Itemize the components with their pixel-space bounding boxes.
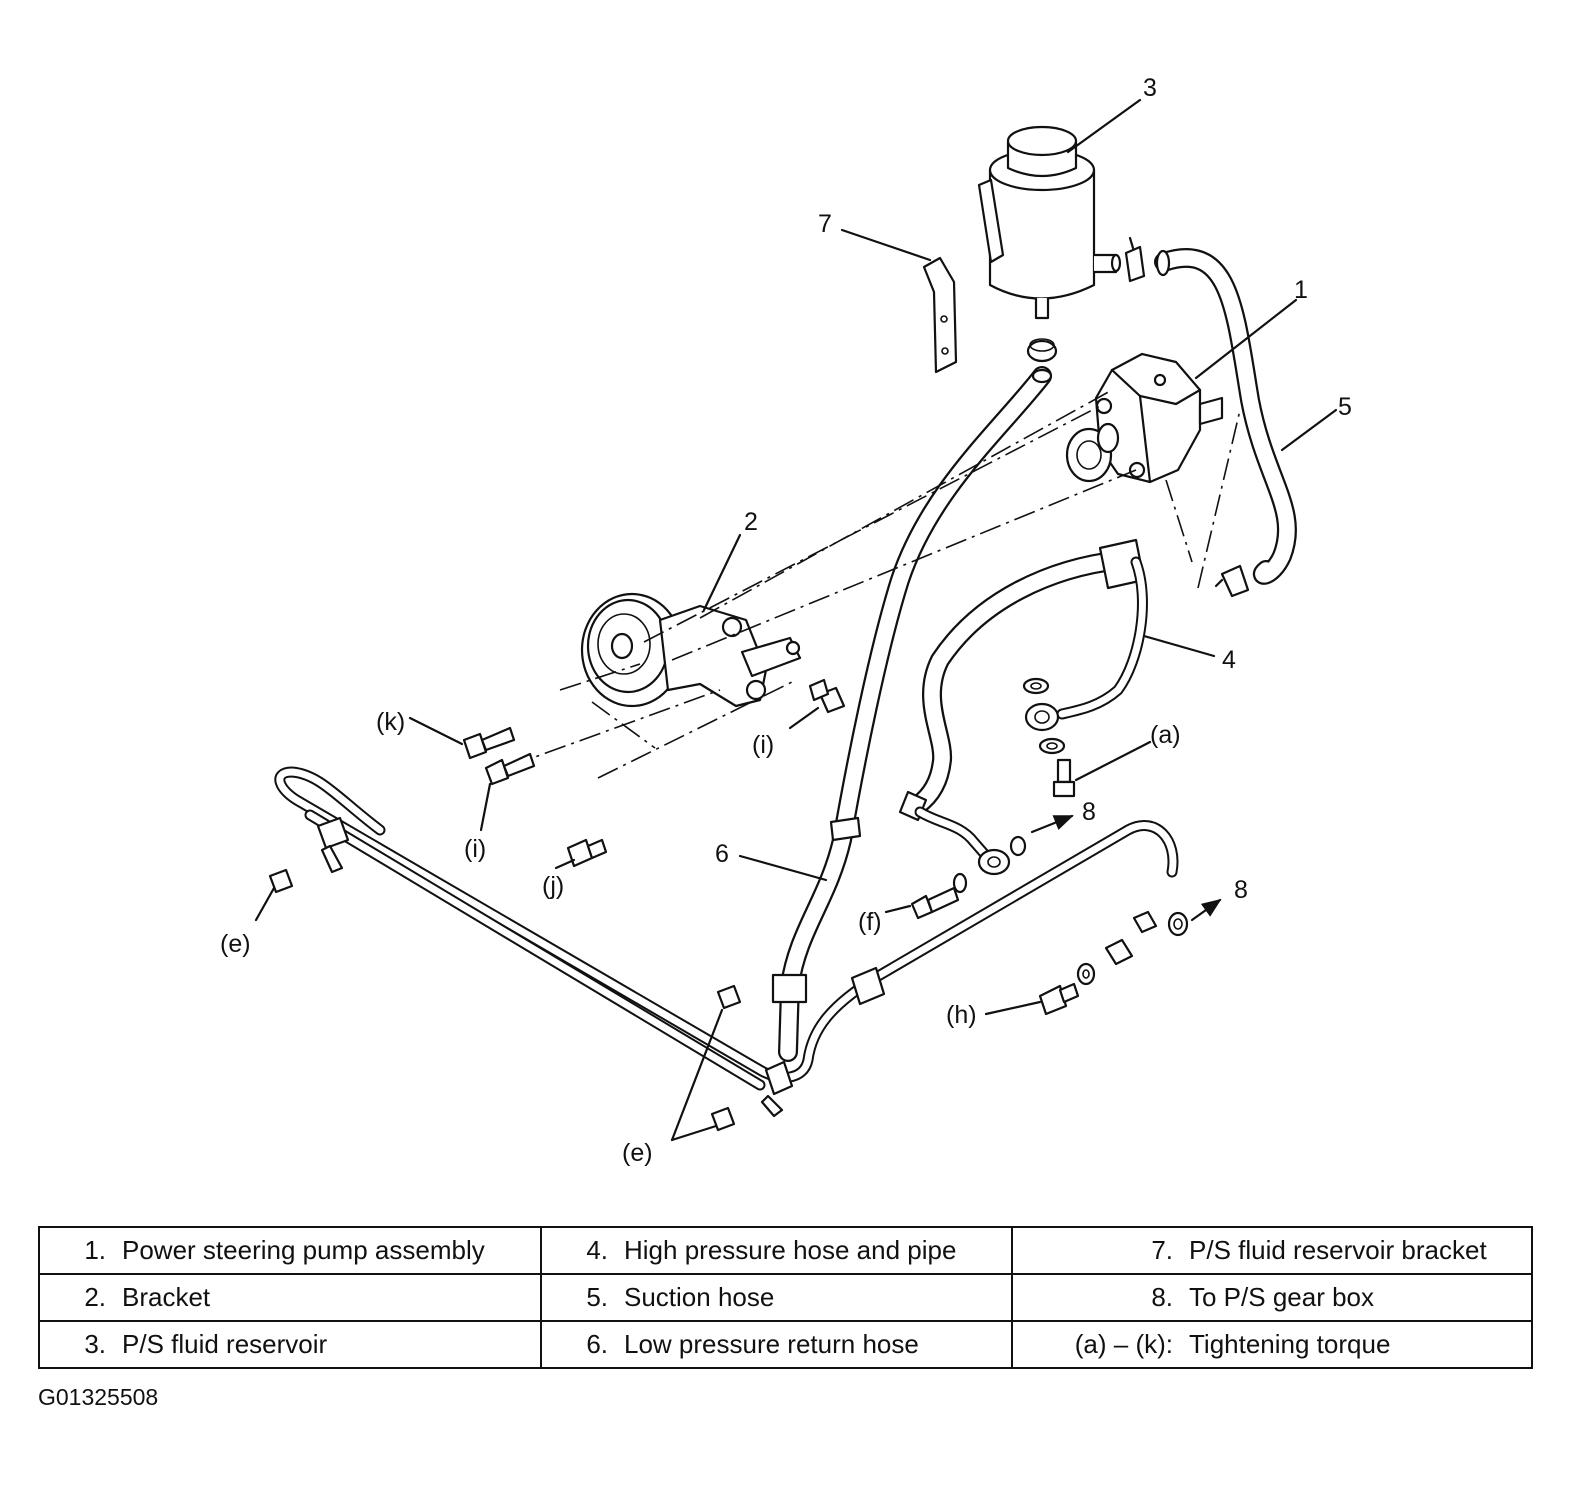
legend-label: Tightening torque [1189,1329,1391,1359]
legend-cell: 1. Power steering pump assembly [38,1226,542,1275]
callout-a: (a) [1150,721,1181,749]
legend-label: Suction hose [624,1282,775,1312]
return-hose [771,366,1053,1062]
pipe-clip-right [850,966,886,1006]
pressure-pipe-line [274,766,1179,1091]
callout-f: (f) [858,908,882,936]
reservoir-outlet-clamp [1026,338,1058,363]
callout-1: 1 [1294,276,1308,304]
legend-row: 1. Power steering pump assembly 4. High … [38,1226,1533,1275]
legend-cell: (a) – (k): Tightening torque [1011,1320,1533,1369]
bolt-e-lower [710,1106,736,1132]
legend-number: 6. [586,1329,608,1359]
legend-label: P/S fluid reservoir [122,1329,328,1359]
callout-i-right: (i) [752,731,774,759]
washer-8-upper [1009,835,1027,857]
power-steering-exploded-diagram: 1 2 3 4 5 6 7 8 8 (a) (e) (e) (f) (h) (i… [220,74,1352,1167]
reservoir-bracket [922,256,958,374]
callout-8-lower: 8 [1234,876,1248,904]
legend-label: Bracket [122,1282,211,1312]
legend-label: High pressure hose and pipe [624,1235,957,1265]
high-pressure-hose [898,538,1148,876]
legend-number: 7. [1151,1235,1173,1265]
fluid-reservoir [977,125,1122,320]
legend-cell: 5. Suction hose [540,1273,1013,1322]
legend-label: To P/S gear box [1189,1282,1374,1312]
callout-5: 5 [1338,393,1352,421]
alignment-lines [509,389,1241,779]
legend-number: 2. [84,1282,106,1312]
bolt-i-left [484,752,536,786]
legend-label: P/S fluid reservoir bracket [1189,1235,1487,1265]
figure-code: G01325508 [38,1384,159,1410]
washer-a-upper [1022,677,1050,695]
bolt-f [910,872,968,920]
callout-h: (h) [946,1001,977,1029]
legend-table: 1. Power steering pump assembly 4. High … [38,1226,1533,1369]
legend-number: 1. [84,1235,106,1265]
legend-row: 3. P/S fluid reservoir 6. Low pressure r… [38,1320,1533,1369]
bolt-i-right [808,678,846,714]
pump-bracket [580,592,802,708]
callout-labels: 1 2 3 4 5 6 7 8 8 (a) (e) (e) (f) (h) (i… [220,74,1352,1167]
callout-2: 2 [744,508,758,536]
suction-hose-clamp-bottom [1214,564,1250,598]
bolt-e-upper [716,984,742,1010]
legend-cell: 6. Low pressure return hose [540,1320,1013,1369]
callout-j: (j) [542,872,564,900]
legend-cell: 3. P/S fluid reservoir [38,1320,542,1369]
callout-3: 3 [1143,74,1157,102]
legend-label: Power steering pump assembly [122,1235,485,1265]
callout-6: 6 [715,840,729,868]
legend-number: 5. [586,1282,608,1312]
leader-lines [254,98,1338,1142]
legend-number: (a) – (k): [1074,1329,1173,1359]
power-steering-pump [1065,352,1224,484]
callout-7: 7 [818,210,832,238]
washer-a-lower [1038,737,1066,755]
callout-i-left: (i) [464,835,486,863]
bolt-a [1052,758,1076,798]
pipe-clip-center [760,1060,794,1118]
gearbox-fitting-h [1076,910,1189,986]
legend-number: 4. [586,1235,608,1265]
suction-hose-clamp-top [1124,236,1146,283]
suction-hose [1154,247,1297,585]
legend-number: 8. [1151,1282,1173,1312]
bolt-k [462,726,516,760]
callout-e-bottom: (e) [622,1139,653,1167]
legend-cell: 4. High pressure hose and pipe [540,1226,1013,1275]
callout-k: (k) [376,708,405,736]
legend-number: 3. [84,1329,106,1359]
bolt-h [1038,982,1080,1016]
legend-cell: 7. P/S fluid reservoir bracket [1011,1226,1533,1275]
pipe-clip-left [316,816,350,874]
legend-label: Low pressure return hose [624,1329,919,1359]
callout-4: 4 [1222,646,1236,674]
legend-cell: 2. Bracket [38,1273,542,1322]
bolt-e-left [268,868,294,894]
legend-cell: 8. To P/S gear box [1011,1273,1533,1322]
legend-row: 2. Bracket 5. Suction hose 8. To P/S gea… [38,1273,1533,1322]
bolt-j [566,838,608,868]
callout-8-upper: 8 [1082,798,1096,826]
callout-e-left: (e) [220,930,251,958]
